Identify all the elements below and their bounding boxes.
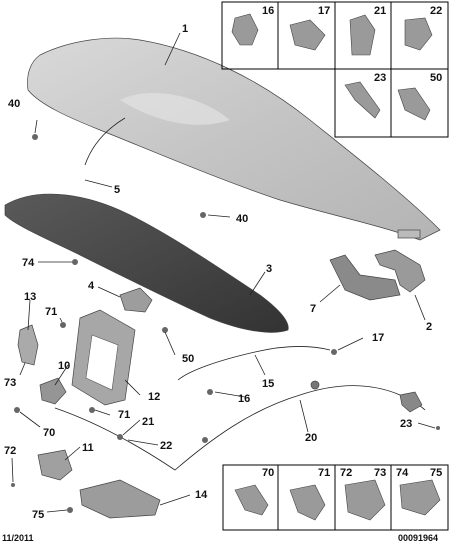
footer-reference: 00091964 bbox=[398, 533, 438, 543]
release-handle bbox=[79, 479, 161, 519]
callout-22: 22 bbox=[160, 440, 172, 452]
bottom-legend-grid bbox=[222, 464, 449, 531]
bottom-legend-icons bbox=[234, 479, 441, 521]
callout-72: 72 bbox=[4, 445, 16, 457]
callout-10: 10 bbox=[58, 360, 70, 372]
callout-16: 16 bbox=[238, 393, 250, 405]
callout-17: 17 bbox=[372, 332, 384, 344]
legend-16: 16 bbox=[262, 5, 274, 17]
callout-4: 4 bbox=[88, 280, 95, 292]
lock-support-frame bbox=[71, 309, 136, 406]
legend-21: 21 bbox=[374, 5, 386, 17]
legend-23: 23 bbox=[374, 72, 386, 84]
callout-40-right: 40 bbox=[236, 213, 248, 225]
callout-12: 12 bbox=[148, 391, 160, 403]
hood-lock bbox=[39, 377, 67, 405]
legend-74: 74 bbox=[396, 467, 409, 479]
callout-74: 74 bbox=[22, 257, 35, 269]
top-legend-icons bbox=[231, 13, 433, 121]
top-legend-grid bbox=[221, 1, 449, 138]
prop-rod bbox=[177, 346, 331, 381]
legend-72: 72 bbox=[340, 467, 352, 479]
callout-14: 14 bbox=[195, 489, 208, 501]
hood-hinge bbox=[329, 229, 426, 301]
release-lever bbox=[37, 449, 73, 481]
callout-70: 70 bbox=[43, 427, 55, 439]
top-legend-labels: 16 17 21 22 23 50 bbox=[262, 5, 442, 84]
leader-lines bbox=[11, 32, 436, 513]
callout-7: 7 bbox=[310, 303, 316, 315]
legend-50: 50 bbox=[430, 72, 442, 84]
callout-50: 50 bbox=[182, 353, 194, 365]
legend-17: 17 bbox=[318, 5, 330, 17]
callout-75: 75 bbox=[32, 509, 44, 521]
legend-73: 73 bbox=[374, 467, 386, 479]
callout-1: 1 bbox=[182, 23, 188, 35]
legend-75: 75 bbox=[430, 467, 442, 479]
fasteners bbox=[11, 134, 440, 513]
legend-22: 22 bbox=[430, 5, 442, 17]
callout-71-upper: 71 bbox=[45, 306, 57, 318]
callout-3: 3 bbox=[266, 263, 272, 275]
callout-11: 11 bbox=[82, 442, 94, 454]
legend-71: 71 bbox=[318, 467, 330, 479]
callout-21: 21 bbox=[142, 416, 154, 428]
callout-labels: 1 2 3 4 5 7 10 11 12 13 14 15 16 17 20 2… bbox=[4, 23, 432, 521]
callout-15: 15 bbox=[262, 378, 274, 390]
hood-panel bbox=[27, 37, 441, 241]
callout-73: 73 bbox=[4, 377, 16, 389]
callout-13: 13 bbox=[24, 291, 36, 303]
hood-insulation bbox=[4, 193, 289, 333]
callout-20: 20 bbox=[305, 432, 317, 444]
callout-40-left: 40 bbox=[8, 98, 20, 110]
footer-date: 11/2011 bbox=[2, 533, 34, 543]
callout-5: 5 bbox=[114, 184, 120, 196]
callout-23: 23 bbox=[400, 418, 412, 430]
legend-70: 70 bbox=[262, 467, 274, 479]
bottom-legend-labels: 70 71 72 73 74 75 bbox=[262, 467, 442, 479]
safety-catch bbox=[17, 324, 39, 366]
latch-striker bbox=[119, 287, 153, 313]
callout-2: 2 bbox=[426, 321, 432, 333]
callout-71-lower: 71 bbox=[118, 409, 130, 421]
